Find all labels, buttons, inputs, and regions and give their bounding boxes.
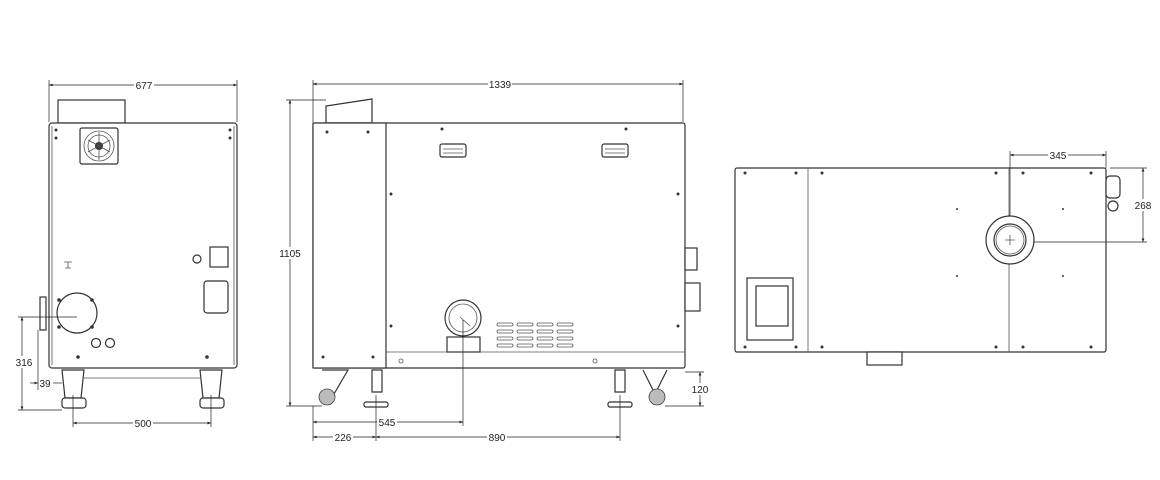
exhaust-gauge [444, 299, 482, 353]
dim-545-label: 545 [379, 418, 396, 429]
side-electrical-box [684, 282, 701, 312]
dim-226-label: 226 [335, 433, 352, 444]
top-valve [1105, 175, 1121, 199]
lifting-eye-icon [64, 261, 72, 269]
inlet-flange-top [985, 215, 1035, 265]
side-front-panel [312, 122, 387, 369]
casters-side [318, 369, 668, 408]
electrical-connector [203, 280, 229, 314]
dim-1339-label: 1339 [489, 80, 512, 91]
vent-slots [496, 322, 574, 348]
dim-345-label: 345 [1050, 151, 1067, 162]
side-exhaust-box [325, 98, 373, 124]
inlet-port [56, 292, 98, 334]
dim-316-label: 316 [16, 358, 33, 369]
top-body [734, 167, 1107, 353]
handle-right [601, 143, 629, 158]
handle-left [439, 143, 467, 158]
front-view: 677 316 39 500 [14, 79, 238, 430]
dim-677-label: 677 [136, 81, 153, 92]
dim-890-label: 890 [489, 433, 506, 444]
top-exhaust-box [57, 99, 126, 124]
casters-front [61, 369, 225, 409]
display-screen [755, 285, 789, 327]
dim-39-label: 39 [39, 379, 51, 390]
connector-box [209, 246, 229, 268]
side-view: 1339 1105 120 545 226 890 [278, 78, 710, 444]
dim-1105-label: 1105 [279, 249, 301, 260]
fan-icon [79, 127, 119, 165]
dim-120-label: 120 [692, 385, 709, 396]
dim-500-label: 500 [135, 419, 152, 430]
top-view: 345 268 [734, 149, 1153, 366]
bottom-connector [866, 351, 903, 366]
dim-268-label: 268 [1135, 201, 1152, 212]
side-connector [684, 247, 698, 271]
inlet-flange [39, 296, 47, 331]
valve-icon [192, 254, 202, 264]
